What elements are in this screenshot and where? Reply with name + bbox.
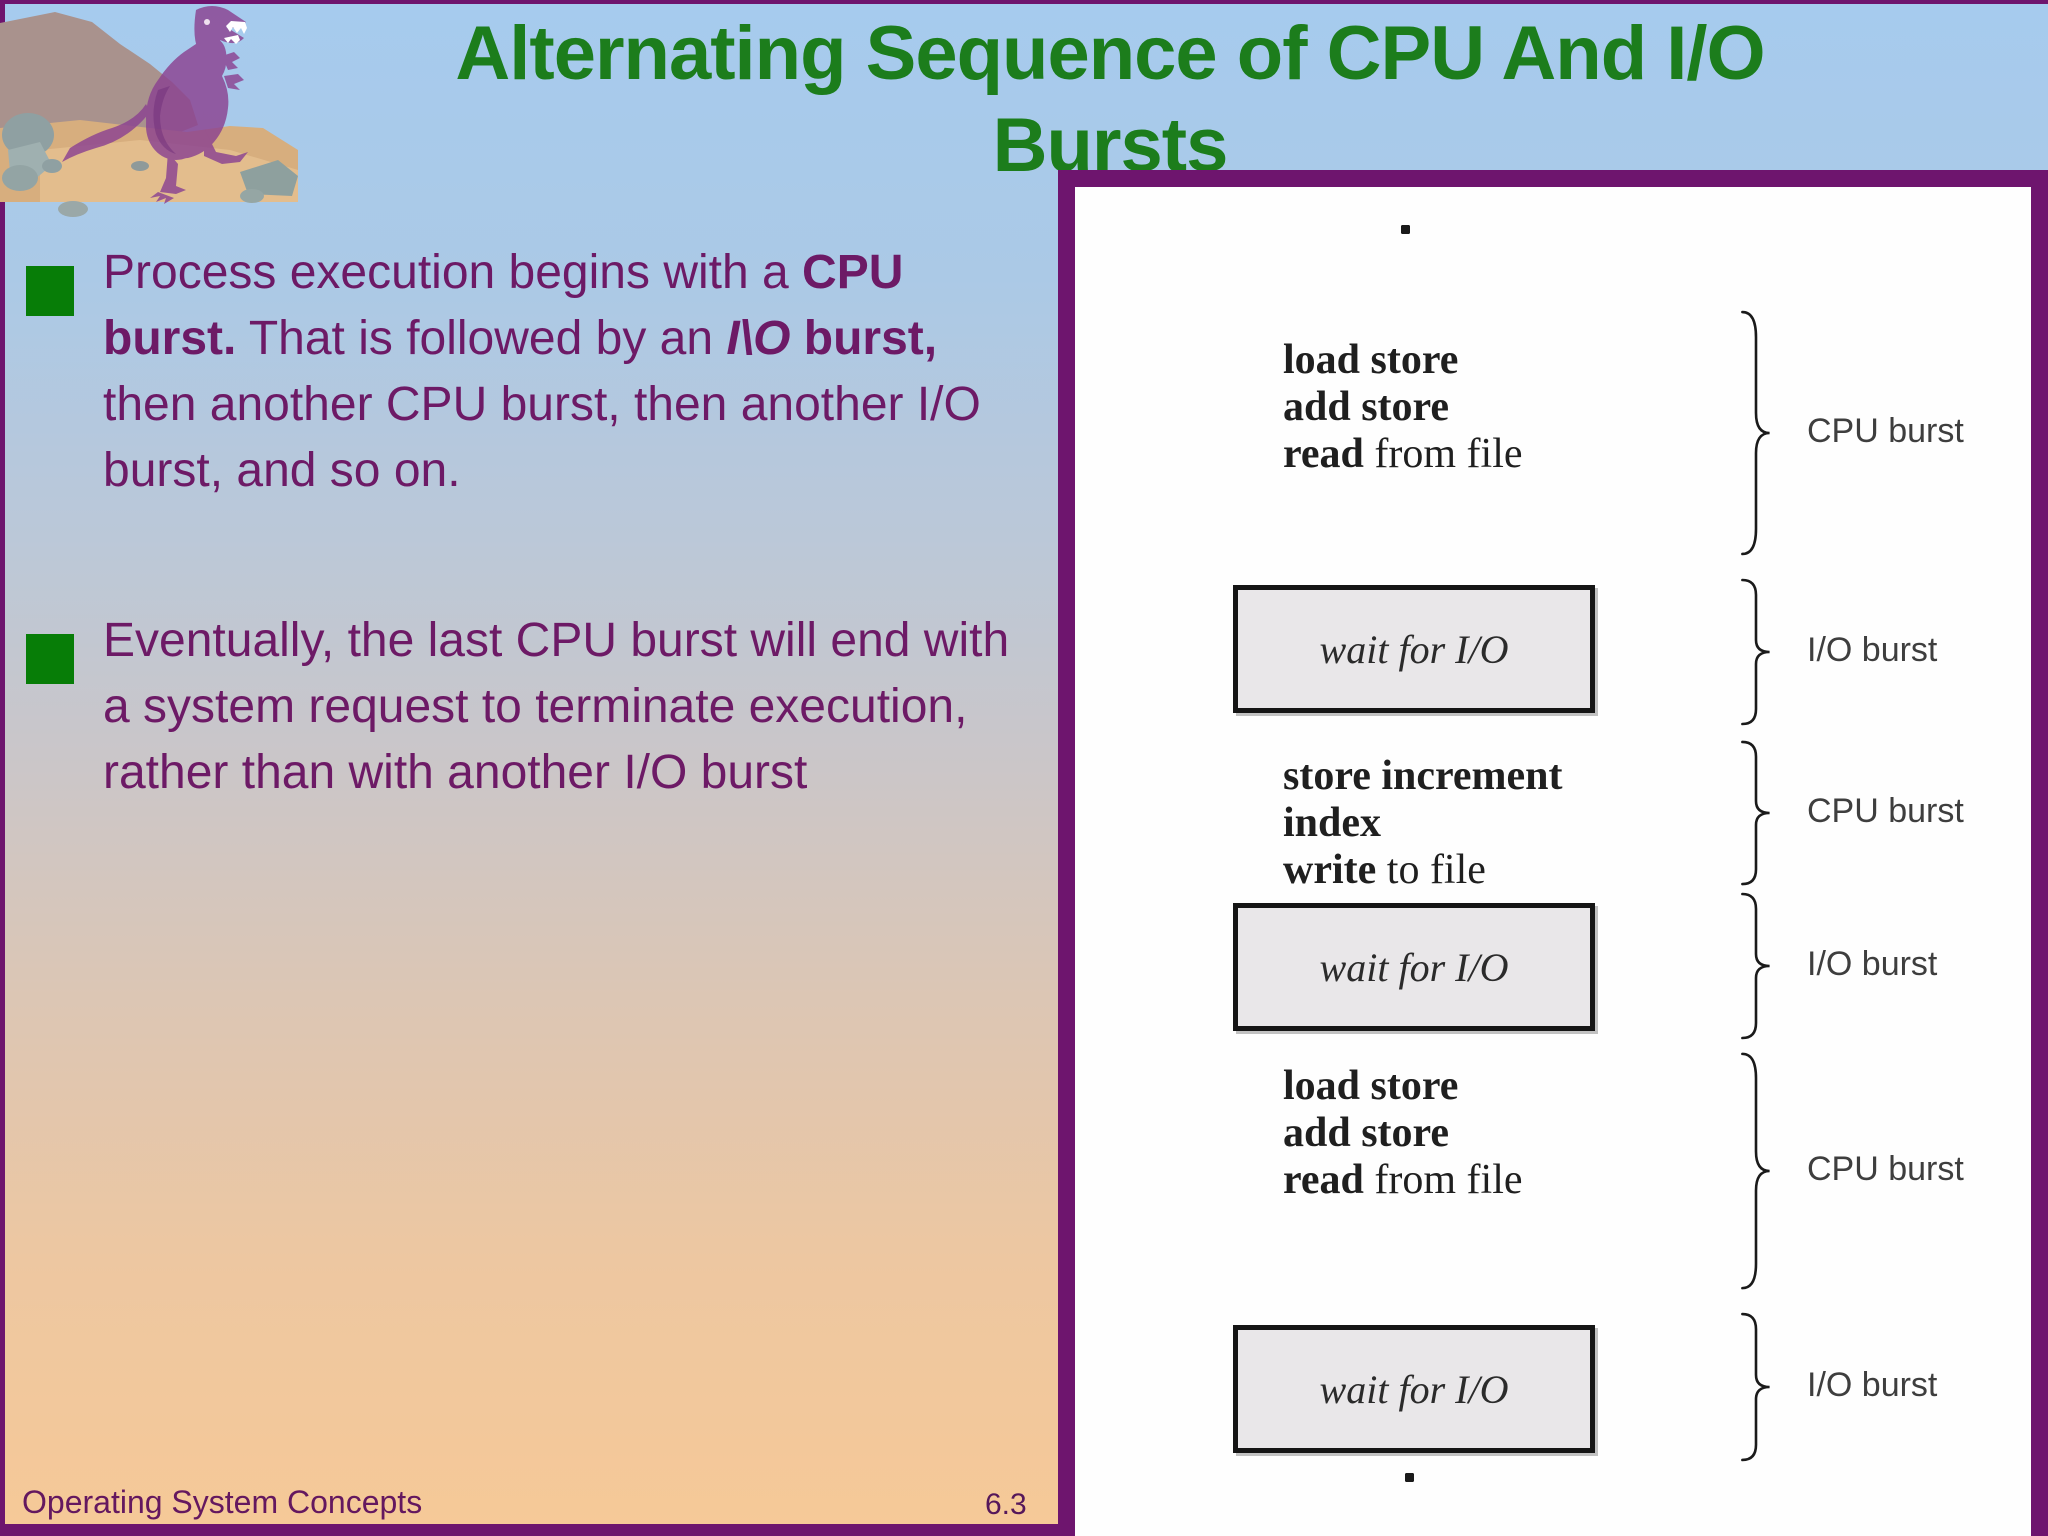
rock-below-edge (58, 201, 88, 217)
code-line: load store (1283, 337, 1459, 383)
label-io-burst-1: I/O burst (1807, 631, 1938, 669)
bullet1-bolditalic-io: I\O (726, 312, 791, 365)
slide-border-left (0, 0, 5, 1536)
bullet-square-2 (26, 634, 74, 684)
label-cpu-burst-2: CPU burst (1807, 792, 1964, 830)
t-rex (62, 6, 248, 204)
bullet1-text: then another CPU burst, then another I/O… (103, 378, 981, 497)
brace-io-burst-2 (1739, 891, 1773, 1041)
t-rex-head (194, 6, 246, 59)
code-rest: from file (1363, 431, 1523, 477)
code-rest: from file (1363, 1157, 1523, 1203)
t-rex-teeth (226, 21, 247, 34)
t-rex-teeth-lower (224, 35, 240, 44)
brace-cpu-burst-3 (1739, 1049, 1773, 1293)
wait-for-io-box-3: wait for I/O (1233, 1325, 1595, 1453)
brace-cpu-burst-2 (1739, 739, 1773, 887)
code-line: load store (1283, 1063, 1459, 1109)
bullet1-bold-cpu-burst: CPU burst. (103, 246, 904, 365)
footer-book-title: Operating System Concepts (22, 1484, 423, 1520)
code-keyword: read (1283, 1157, 1364, 1203)
t-rex-eye (204, 19, 210, 25)
dinosaur-logo (0, 6, 298, 217)
label-cpu-burst-1: CPU burst (1807, 412, 1964, 450)
wait-for-io-box-2: wait for I/O (1233, 903, 1595, 1031)
t-rex-details (153, 19, 247, 154)
bullet-item-1: Process execution begins with a CPU burs… (103, 240, 1038, 504)
wait-for-io-text: wait for I/O (1319, 626, 1509, 672)
t-rex-foot-claws (150, 192, 174, 204)
slide-border-top (0, 0, 2048, 4)
bullet-square-1 (26, 266, 74, 316)
t-rex-arm-upper (222, 52, 240, 70)
t-rex-back-leg (204, 128, 248, 164)
cpu-io-burst-diagram: load store add store read from file CPU … (1058, 170, 2048, 1536)
brace-cpu-burst-1 (1739, 307, 1773, 559)
code-block-bottom: load store add store read from file (1283, 1063, 1523, 1204)
code-rest: to file (1376, 847, 1486, 893)
code-line: write to file (1283, 847, 1563, 894)
code-block-middle: store increment index write to file (1283, 753, 1563, 894)
t-rex-tail (62, 104, 150, 162)
slide-title: Alternating Sequence of CPU And I/O Burs… (455, 11, 1765, 188)
pebble (131, 161, 149, 171)
code-keyword: read (1283, 431, 1364, 477)
wait-for-io-text: wait for I/O (1319, 944, 1509, 990)
slide-border-bottom (0, 1524, 1080, 1536)
label-cpu-burst-3: CPU burst (1807, 1150, 1964, 1188)
bullet1-text: Process execution begins with a (103, 246, 803, 299)
rock (240, 189, 264, 203)
rock (2, 165, 38, 191)
brace-io-burst-1 (1739, 577, 1773, 727)
t-rex-front-leg (160, 152, 186, 194)
code-block-top: load store add store read from file (1283, 337, 1523, 478)
code-line: read from file (1283, 431, 1523, 478)
code-line: store increment (1283, 753, 1563, 799)
code-keyword: write (1283, 847, 1377, 893)
wait-for-io-box-1: wait for I/O (1233, 585, 1595, 713)
label-io-burst-3: I/O burst (1807, 1366, 1938, 1404)
label-io-burst-2: I/O burst (1807, 945, 1938, 983)
code-line: add store (1283, 384, 1450, 430)
page-number: 6.3 (985, 1488, 1027, 1521)
bullet1-bold-burst: burst, (790, 312, 938, 365)
bullet1-text: That is followed by an (236, 312, 727, 365)
bullet2-text: Eventually, the last CPU burst will end … (103, 614, 1010, 799)
code-line: read from file (1283, 1157, 1523, 1204)
t-rex-arm-lower (224, 74, 244, 90)
bullet-item-2: Eventually, the last CPU burst will end … (103, 608, 1038, 806)
wait-for-io-text: wait for I/O (1319, 1366, 1509, 1412)
code-line: add store (1283, 1110, 1450, 1156)
code-line: index (1283, 800, 1382, 846)
brace-io-burst-3 (1739, 1311, 1773, 1463)
rock (42, 159, 62, 173)
t-rex-shadow-patch (153, 86, 176, 154)
rock (240, 160, 298, 196)
